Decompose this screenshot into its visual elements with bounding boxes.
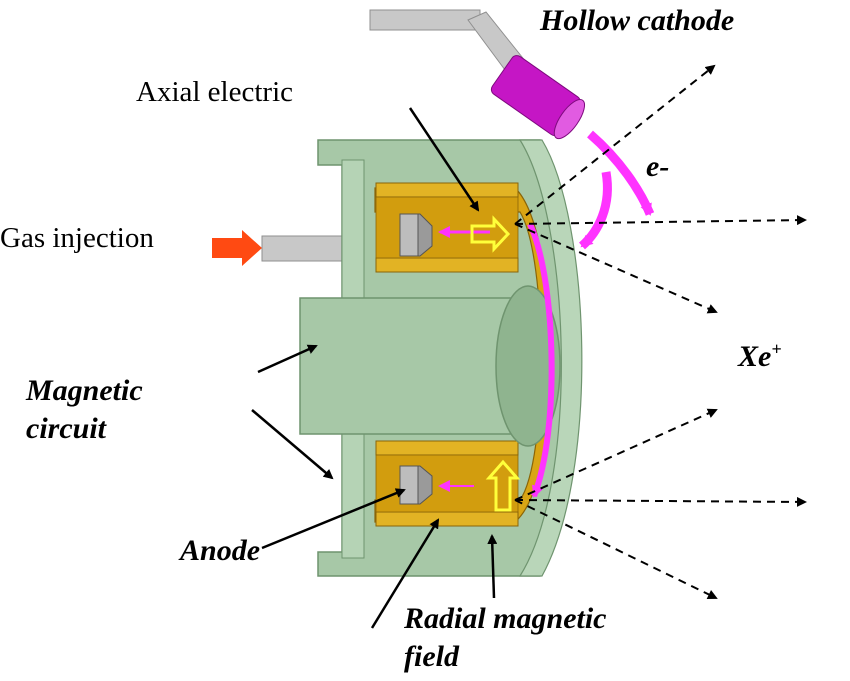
magnetic-field-arrow — [485, 459, 521, 512]
gas-injection-arrow — [212, 230, 262, 266]
radial-magnetic-field-label-line1: Radial magnetic — [404, 602, 607, 635]
leader-magnetic-lower — [251, 409, 334, 480]
plume-lower-3 — [514, 499, 718, 599]
upper-channel-gap — [375, 196, 519, 259]
plume-lower-2 — [514, 496, 807, 507]
electric-field-arrow — [470, 215, 511, 253]
leader-radial-2 — [487, 534, 498, 599]
anode-label: Anode — [180, 534, 261, 567]
leader-lines — [251, 107, 498, 629]
plume-lines — [514, 64, 807, 599]
plume-upper-3 — [514, 223, 718, 314]
xenon-ion-label: Xe+ — [738, 340, 782, 372]
leader-axial-electric — [408, 107, 480, 212]
upper-channel-outer-wall — [375, 182, 519, 198]
leader-anode — [261, 488, 406, 550]
anode-lower-face — [399, 465, 419, 505]
xenon-ion-charge: + — [771, 339, 782, 359]
hollow-cathode-label: Hollow cathode — [540, 4, 735, 37]
plume-upper-1 — [514, 64, 716, 225]
hollow-cathode-body — [490, 55, 586, 140]
electron-arrow-down — [587, 130, 655, 216]
upper-channel-inner-wall — [375, 257, 519, 273]
front-face — [518, 139, 583, 577]
magnetic-circuit-label-line1: Magnetic — [26, 374, 143, 407]
leader-magnetic-upper — [257, 344, 318, 374]
xenon-ion-text: Xe — [738, 340, 772, 373]
electron-arrow-back — [578, 171, 612, 250]
lower-channel-outer-wall — [375, 440, 519, 456]
cathode-feed-pipe — [369, 9, 481, 31]
gas-injection-label: Gas injection — [0, 222, 154, 254]
radial-magnetic-field-label-line2: field — [404, 640, 459, 673]
inner-core-face — [495, 285, 561, 447]
axial-electric-label: Axial electric — [136, 76, 293, 108]
lower-channel-inner-wall — [375, 511, 519, 527]
electron-drift-arc — [527, 222, 555, 498]
plume-upper-2 — [514, 215, 807, 226]
magnetic-circuit-label-line2: circuit — [26, 412, 106, 445]
electron-label: e- — [646, 150, 670, 183]
plume-lower-1 — [514, 408, 718, 501]
leader-radial-1 — [370, 518, 440, 629]
inner-core-cylinder — [299, 297, 531, 435]
anode-upper-face — [399, 213, 419, 257]
